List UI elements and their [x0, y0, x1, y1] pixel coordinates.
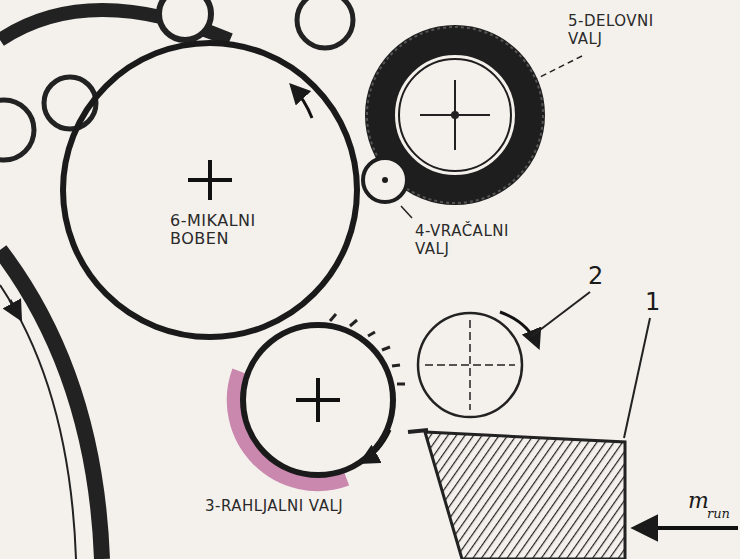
roller-outline-circle: [63, 43, 357, 337]
roller-outline: [361, 156, 409, 204]
small-roller: [0, 100, 34, 160]
teeth: [330, 314, 405, 384]
center-dot: [382, 177, 388, 183]
roller-outline: [240, 322, 396, 478]
fibre-feed: [425, 432, 625, 559]
flow-symbol: m: [688, 488, 709, 513]
leader-line: [532, 292, 590, 336]
roller-label: 4-VRAČALNI VALJ: [415, 222, 527, 258]
rotation-arrow: [10, 300, 20, 318]
roller-label: 5-DELOVNI VALJ: [568, 12, 688, 48]
drum-arc: [0, 250, 102, 559]
roller-label: 3-RAHLJALNI VALJ: [205, 497, 345, 515]
leader-line: [401, 206, 412, 218]
center-cross: [420, 80, 490, 150]
licker-in-roller: 3-RAHLJALNI VALJ: [240, 322, 396, 478]
roller-rim: [399, 59, 511, 171]
roller-outline: [60, 40, 360, 340]
center-dot: [451, 111, 459, 119]
center-cross: [296, 378, 340, 422]
rotation-arrow: [500, 312, 538, 346]
center-cross: [188, 160, 232, 200]
main-cylinder: 6-MIKALNI BOBEN: [60, 40, 360, 340]
roller-label: 6-MIKALNI BOBEN: [170, 212, 300, 248]
feed-roller: [418, 313, 522, 417]
flow-symbol: run: [707, 506, 730, 521]
stripper-roller: 4-VRAČALNI VALJ: [361, 156, 409, 204]
center-cross: [425, 320, 515, 410]
input-arrow: [636, 526, 738, 530]
roller-outline-circle: [243, 325, 393, 475]
callout-number: 2: [588, 262, 603, 290]
feed-lip: [408, 430, 428, 432]
leader-line: [624, 318, 650, 438]
drum-arc: [0, 285, 76, 559]
callout-number: 1: [645, 288, 660, 316]
small-roller: [297, 0, 353, 48]
small-roller: [159, 0, 211, 40]
rotation-arrow: [292, 86, 312, 118]
roller-outline-circle: [363, 158, 407, 202]
